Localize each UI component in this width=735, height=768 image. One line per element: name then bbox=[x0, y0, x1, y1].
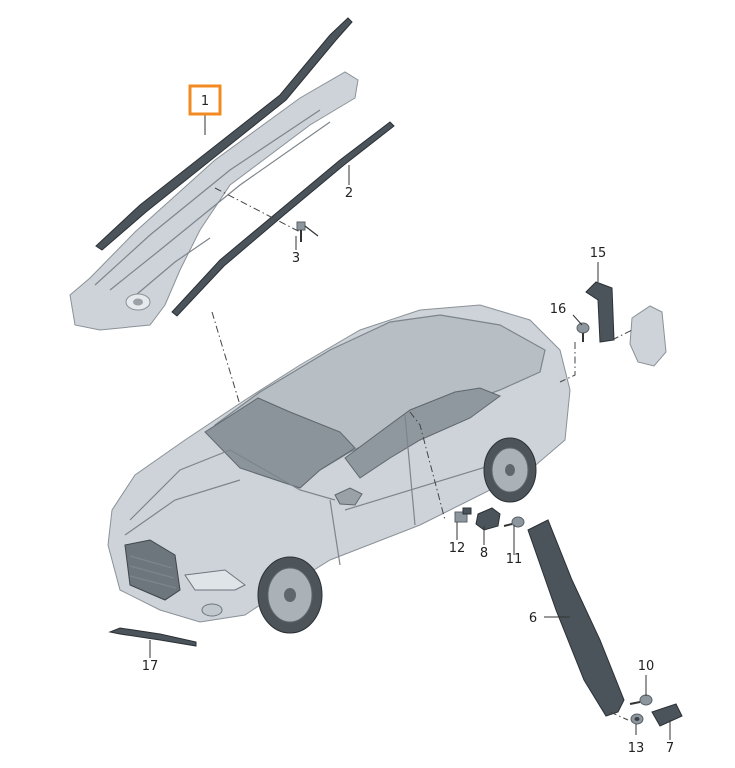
fastener-part-12 bbox=[454, 507, 472, 523]
bracket-part-8 bbox=[475, 507, 501, 531]
nut-part-13 bbox=[630, 713, 644, 725]
callout-1[interactable]: 1 bbox=[201, 94, 209, 109]
seal-strip-part-2 bbox=[171, 121, 395, 317]
callout-10[interactable]: 10 bbox=[638, 659, 655, 674]
assembly-lines bbox=[211, 187, 633, 721]
cap-part-7 bbox=[651, 703, 683, 727]
pillar-trim-part-6 bbox=[527, 519, 625, 717]
bracket-part-15 bbox=[585, 281, 615, 343]
roof-molding-part-1 bbox=[95, 17, 353, 251]
callout-13[interactable]: 13 bbox=[628, 741, 645, 756]
roof-frame-detail bbox=[69, 71, 359, 331]
callout-16[interactable]: 16 bbox=[550, 302, 567, 317]
callout-1-highlight-box bbox=[188, 84, 222, 116]
callout-11[interactable]: 11 bbox=[506, 552, 523, 567]
bumper-strip-part-17 bbox=[108, 627, 197, 647]
callout-2[interactable]: 2 bbox=[345, 186, 353, 201]
screw-part-10 bbox=[629, 694, 653, 706]
latch-assembly bbox=[629, 305, 667, 367]
callout-12[interactable]: 12 bbox=[449, 541, 466, 556]
callout-7[interactable]: 7 bbox=[666, 741, 674, 756]
callout-8[interactable]: 8 bbox=[480, 546, 488, 561]
callout-6[interactable]: 6 bbox=[529, 611, 537, 626]
callout-3[interactable]: 3 bbox=[292, 251, 300, 266]
clip-part-3 bbox=[296, 221, 319, 242]
leader-lines bbox=[149, 114, 671, 740]
screw-part-16 bbox=[576, 322, 590, 342]
callout-17[interactable]: 17 bbox=[142, 659, 159, 674]
screw-part-11 bbox=[503, 516, 525, 528]
callout-15[interactable]: 15 bbox=[590, 246, 607, 261]
car-illustration bbox=[107, 304, 571, 634]
